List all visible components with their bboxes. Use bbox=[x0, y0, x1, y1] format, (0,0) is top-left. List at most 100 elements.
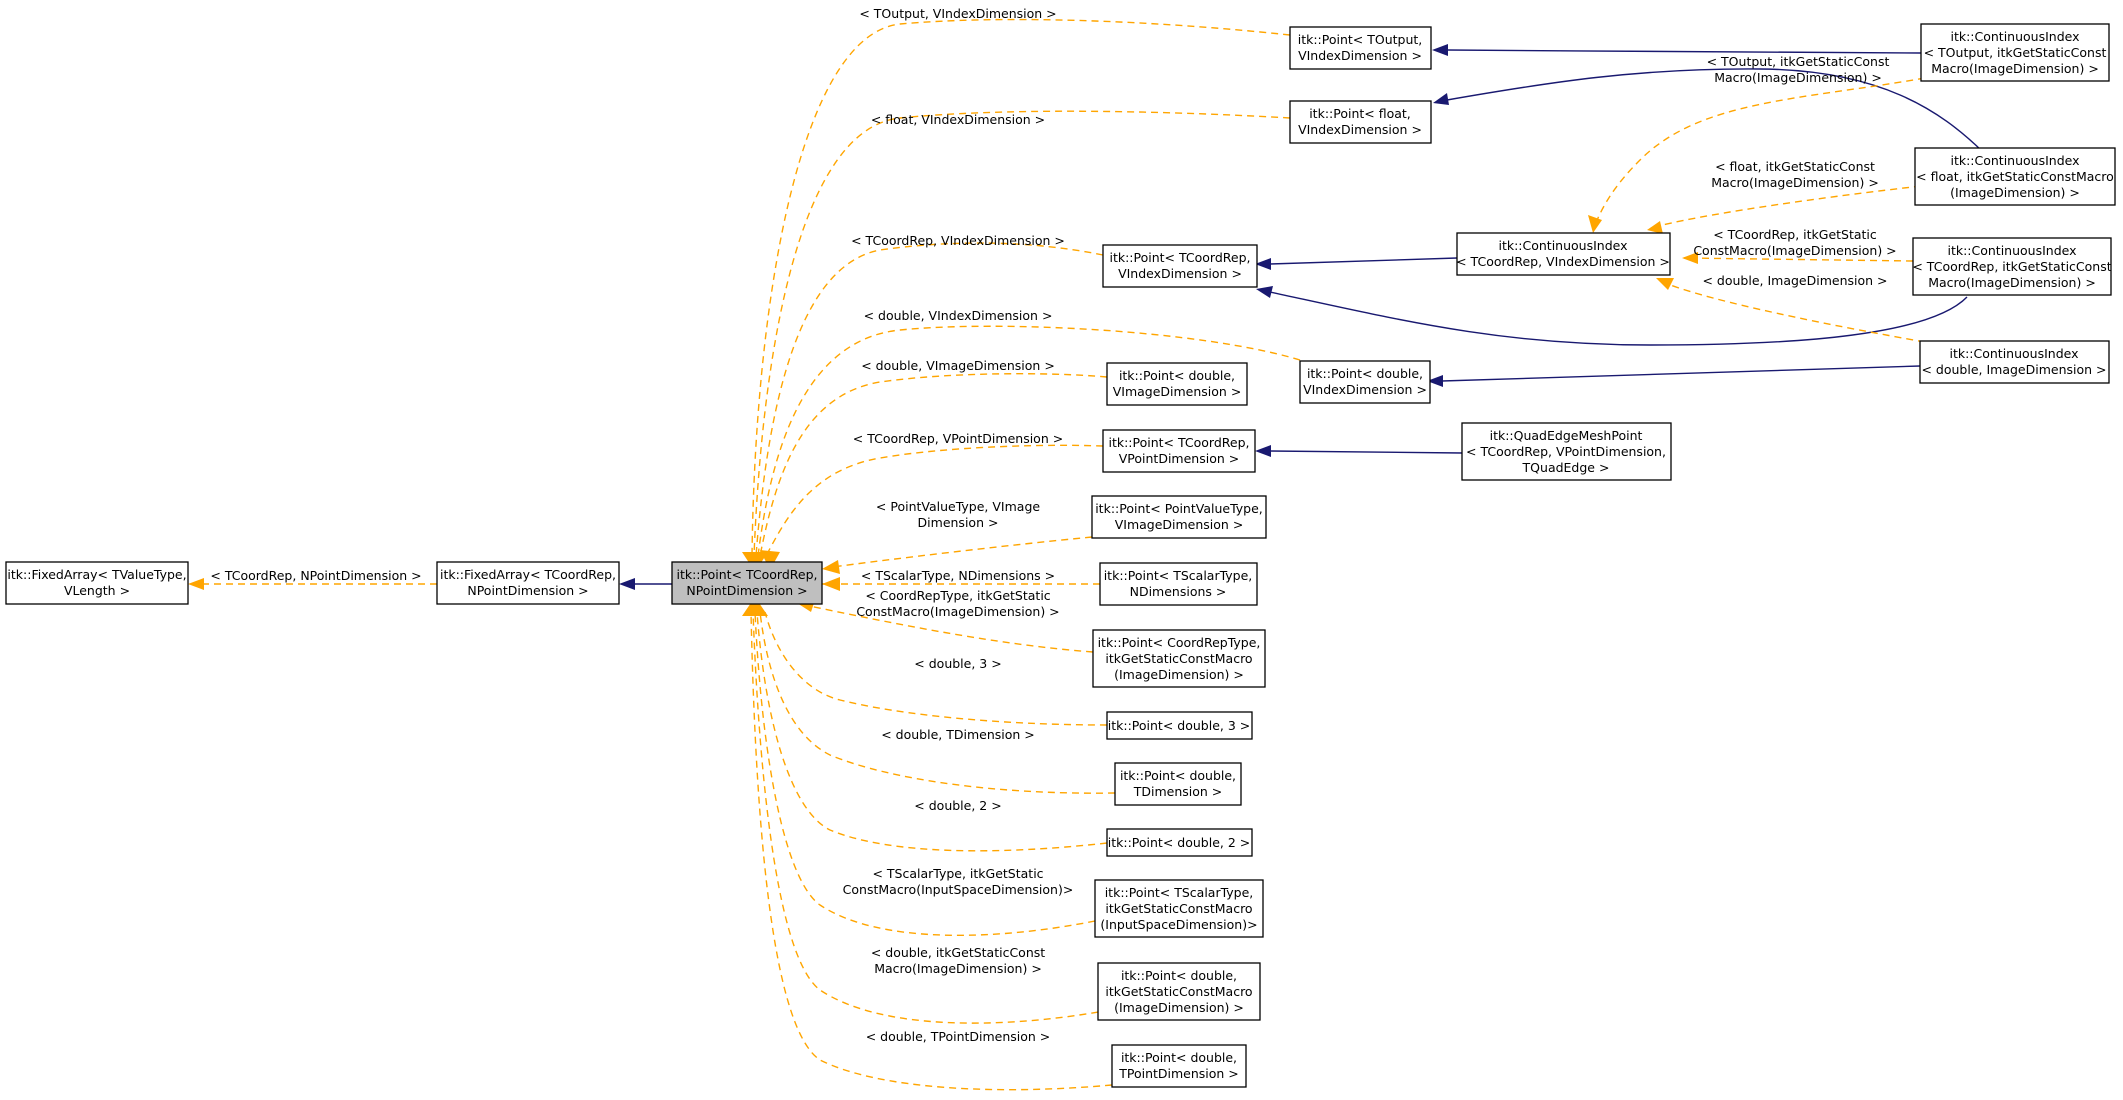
edge-pfloat-to-ci-float bbox=[1446, 68, 1984, 153]
edge-label: < double, TDimension > bbox=[881, 727, 1035, 742]
class-node-point-tscalartype-ndim[interactable]: itk::Point< TScalarType,NDimensions > bbox=[1099, 562, 1258, 606]
class-node-fixedarray-tcoordrep[interactable]: itk::FixedArray< TCoordRep,NPointDimensi… bbox=[436, 561, 620, 605]
edge-label: < TCoordRep, VIndexDimension > bbox=[851, 233, 1065, 248]
svg-text:itk::Point< float,VIndexDimens: itk::Point< float,VIndexDimension > bbox=[1298, 106, 1422, 137]
svg-text:itk::Point< double,TPointDimen: itk::Point< double,TPointDimension > bbox=[1118, 1050, 1239, 1081]
edge-pfloat-to-point bbox=[753, 110, 1291, 557]
edge-ptcrvidx-to-ci-tcr-gscm bbox=[1269, 291, 1968, 346]
edge-ptcrvidx-to-ci-tcrvidx bbox=[1269, 257, 1458, 265]
svg-text:itk::Point< double,itkGetStati: itk::Point< double,itkGetStaticConstMacr… bbox=[1105, 968, 1252, 1015]
edge-pdblvidx-to-ci-dbl-img bbox=[1441, 365, 1921, 382]
edge-label: < TCoordRep, NPointDimension > bbox=[210, 568, 421, 583]
edge-citoutput-to-ci-tcrvidx bbox=[1594, 77, 1926, 226]
edge-pdblgscm-to-point bbox=[752, 611, 1111, 1024]
svg-text:itk::Point< TCoordRep,VIndexDi: itk::Point< TCoordRep,VIndexDimension > bbox=[1109, 250, 1250, 281]
edge-pdblvidx-to-point bbox=[757, 325, 1301, 557]
class-node-point-double-gscm[interactable]: itk::Point< double,itkGetStaticConstMacr… bbox=[1097, 962, 1261, 1021]
svg-text:itk::QuadEdgeMeshPoint< TCoord: itk::QuadEdgeMeshPoint< TCoordRep, VPoin… bbox=[1466, 428, 1666, 475]
edge-label: < TOutput, VIndexDimension > bbox=[859, 6, 1056, 21]
class-node-quadedgemeshpoint[interactable]: itk::QuadEdgeMeshPoint< TCoordRep, VPoin… bbox=[1461, 422, 1672, 481]
arrow-head-qemp bbox=[1255, 445, 1271, 457]
edge-label: < double, VImageDimension > bbox=[861, 358, 1055, 373]
edge-pdtd-to-point bbox=[759, 611, 1116, 794]
edge-pcrt-to-point bbox=[799, 603, 1094, 653]
class-node-point-tcoordrep-vpoint[interactable]: itk::Point< TCoordRep,VPointDimension > bbox=[1102, 429, 1256, 473]
svg-text:itk::Point< PointValueType,VIm: itk::Point< PointValueType,VImageDimensi… bbox=[1095, 501, 1263, 532]
class-node-point-tcoordrep-vindex[interactable]: itk::Point< TCoordRep,VIndexDimension > bbox=[1102, 244, 1258, 288]
class-node-continuousindex-toutput[interactable]: itk::ContinuousIndex< TOutput, itkGetSta… bbox=[1920, 23, 2110, 82]
svg-text:itk::Point< double,TDimension: itk::Point< double,TDimension > bbox=[1120, 768, 1236, 799]
arrow-head-ci-float bbox=[1433, 93, 1449, 105]
svg-text:itk::ContinuousIndex< TCoordRe: itk::ContinuousIndex< TCoordRep, itkGetS… bbox=[1912, 243, 2111, 290]
nodes: itk::FixedArray< TValueType,VLength > it… bbox=[5, 23, 2116, 1088]
edge-label: < double, 2 > bbox=[914, 798, 1001, 813]
edges bbox=[202, 18, 1984, 1091]
arrow-head-point-tst bbox=[822, 577, 840, 591]
svg-text:itk::Point< TOutput,VIndexDime: itk::Point< TOutput,VIndexDimension > bbox=[1298, 32, 1423, 63]
svg-text:itk::ContinuousIndex< double,: itk::ContinuousIndex< double, ImageDimen… bbox=[1921, 346, 2106, 377]
edge-label: < float, VIndexDimension > bbox=[871, 112, 1045, 127]
arrow-head-fabase bbox=[188, 578, 204, 590]
svg-text:itk::Point< TScalarType,itkGet: itk::Point< TScalarType,itkGetStaticCons… bbox=[1100, 885, 1257, 932]
arrow-head-point-fixedarray bbox=[619, 578, 635, 590]
edge-pdtpd-to-point bbox=[750, 611, 1113, 1091]
edge-citcrgscm-to-ci-tcrvidx bbox=[1683, 257, 1914, 262]
edge-labels: < TCoordRep, NPointDimension > < TOutput… bbox=[210, 6, 1896, 1044]
edge-ptcrvpt-to-qemp bbox=[1269, 450, 1463, 454]
class-node-point-double-vimage[interactable]: itk::Point< double,VImageDimension > bbox=[1106, 362, 1248, 406]
arrow-head-ci-tcrvidx-d bbox=[1656, 278, 1674, 290]
class-node-point-double-vindex[interactable]: itk::Point< double,VIndexDimension > bbox=[1299, 360, 1431, 404]
edge-ptoutput-to-point bbox=[751, 18, 1291, 557]
class-node-fixedarray-tvaluetype-vlength[interactable]: itk::FixedArray< TValueType,VLength > bbox=[5, 561, 189, 605]
class-node-point-double-tdim[interactable]: itk::Point< double,TDimension > bbox=[1114, 762, 1242, 806]
arrow-head-ci-tcrvidx bbox=[1255, 258, 1271, 270]
svg-text:itk::Point< TScalarType,NDimen: itk::Point< TScalarType,NDimensions > bbox=[1104, 568, 1253, 599]
svg-text:itk::Point< TCoordRep,VPointDi: itk::Point< TCoordRep,VPointDimension > bbox=[1108, 435, 1249, 466]
class-node-point-pointvaluetype[interactable]: itk::Point< PointValueType,VImageDimensi… bbox=[1091, 495, 1267, 539]
arrow-head-ci-tcrvidx-b bbox=[1647, 221, 1663, 234]
svg-text:itk::Point< double, 3 >: itk::Point< double, 3 > bbox=[1108, 718, 1250, 733]
edge-ptcrvpt-to-point bbox=[764, 444, 1104, 559]
edge-label: < TCoordRep, VPointDimension > bbox=[853, 431, 1063, 446]
class-node-point-double-2[interactable]: itk::Point< double, 2 > bbox=[1106, 828, 1253, 857]
arrow-head-ci-tcrvidx-c bbox=[1682, 252, 1698, 264]
arrow-head-ci-dbl-img bbox=[1427, 375, 1443, 387]
edge-cidblimg-to-ci-tcrvidx bbox=[1659, 280, 1926, 343]
class-node-point-double-tpoint[interactable]: itk::Point< double,TPointDimension > bbox=[1111, 1044, 1247, 1088]
svg-text:itk::ContinuousIndex< float, i: itk::ContinuousIndex< float, itkGetStati… bbox=[1916, 153, 2114, 200]
svg-text:itk::Point< double, 2 >: itk::Point< double, 2 > bbox=[1108, 835, 1250, 850]
arrow-head-point-top-right bbox=[760, 550, 780, 570]
class-node-continuousindex-tcoordrep[interactable]: itk::ContinuousIndex< TCoordRep, VIndexD… bbox=[1456, 232, 1671, 276]
edge-pd2-to-point bbox=[756, 611, 1108, 852]
class-node-continuousindex-tcoordrep-gscm[interactable]: itk::ContinuousIndex< TCoordRep, itkGetS… bbox=[1912, 237, 2112, 296]
svg-text:itk::ContinuousIndex< TOutput,: itk::ContinuousIndex< TOutput, itkGetSta… bbox=[1924, 29, 2107, 76]
arrow-head-point-pvt bbox=[822, 560, 840, 574]
class-node-point-coordreptype[interactable]: itk::Point< CoordRepType,itkGetStaticCon… bbox=[1092, 629, 1266, 688]
edge-label: < double, 3 > bbox=[914, 656, 1001, 671]
class-node-point-current[interactable]: itk::Point< TCoordRep,NPointDimension > bbox=[671, 561, 823, 605]
edge-label: < double, TPointDimension > bbox=[866, 1029, 1051, 1044]
edge-label: < TScalarType, NDimensions > bbox=[861, 568, 1055, 583]
svg-text:itk::Point< double,VImageDimen: itk::Point< double,VImageDimension > bbox=[1113, 368, 1242, 399]
class-node-continuousindex-double[interactable]: itk::ContinuousIndex< double, ImageDimen… bbox=[1919, 340, 2110, 384]
class-node-point-float[interactable]: itk::Point< float,VIndexDimension > bbox=[1289, 100, 1432, 144]
class-node-continuousindex-float[interactable]: itk::ContinuousIndex< float, itkGetStati… bbox=[1914, 147, 2116, 206]
class-node-point-toutput[interactable]: itk::Point< TOutput,VIndexDimension > bbox=[1289, 26, 1432, 70]
edge-cifloat-to-ci-tcrvidx bbox=[1649, 185, 1922, 229]
arrow-heads bbox=[188, 44, 1698, 616]
arrow-head-ci-toutput bbox=[1432, 44, 1448, 56]
svg-text:itk::Point< double,VIndexDimen: itk::Point< double,VIndexDimension > bbox=[1303, 366, 1427, 397]
edge-label: < double, ImageDimension > bbox=[1702, 273, 1887, 288]
class-node-point-tscalartype-inputspace[interactable]: itk::Point< TScalarType,itkGetStaticCons… bbox=[1094, 879, 1264, 938]
svg-text:itk::ContinuousIndex< TCoordRe: itk::ContinuousIndex< TCoordRep, VIndexD… bbox=[1456, 238, 1670, 269]
svg-text:itk::FixedArray< TCoordRep,NPo: itk::FixedArray< TCoordRep,NPointDimensi… bbox=[440, 567, 616, 598]
class-node-point-double-3[interactable]: itk::Point< double, 3 > bbox=[1106, 711, 1253, 740]
arrow-head-point-bottom bbox=[742, 597, 768, 616]
arrow-head-ci-tcrvidx-a bbox=[1588, 215, 1602, 233]
